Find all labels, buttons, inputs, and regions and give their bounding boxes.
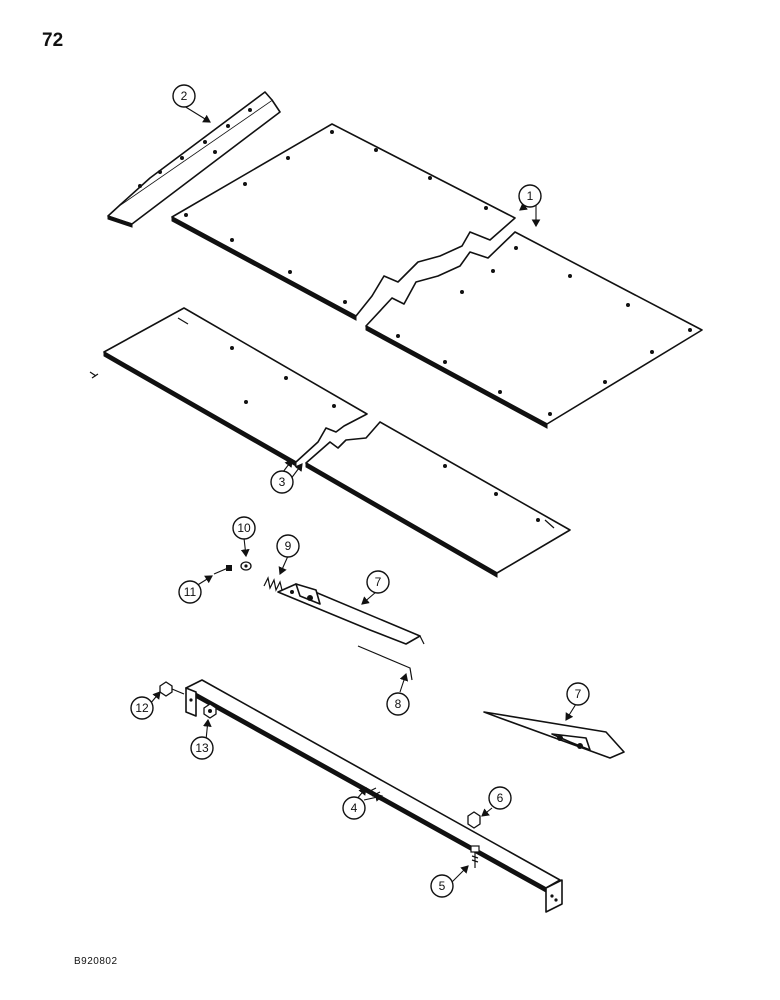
rear-plate-part-3-upper [89, 307, 368, 467]
svg-text:6: 6 [497, 791, 504, 805]
callout-12: 12 [130, 696, 154, 720]
callout-11: 11 [178, 580, 202, 604]
svg-text:3: 3 [279, 475, 286, 489]
callout-6: 6 [488, 786, 512, 810]
screw-part-11 [213, 565, 232, 575]
nut-part-6 [467, 811, 481, 829]
callout-5: 5 [430, 874, 454, 898]
svg-text:4: 4 [351, 801, 358, 815]
svg-text:8: 8 [395, 697, 402, 711]
svg-text:9: 9 [285, 539, 292, 553]
latch-bracket-part-7-lower [483, 711, 625, 759]
figure-code: B920802 [74, 956, 118, 967]
callout-1: 1 [518, 184, 542, 208]
bracket-part-2 [107, 91, 281, 228]
rod-part-8 [357, 645, 413, 681]
floor-plate-part-1-upper [171, 123, 516, 321]
svg-text:10: 10 [237, 521, 251, 535]
callout-8: 8 [386, 692, 410, 716]
callout-10: 10 [232, 516, 256, 540]
svg-text:7: 7 [575, 687, 582, 701]
spring-part-9 [263, 576, 283, 592]
floor-plate-part-1-lower [365, 231, 703, 429]
callout-9: 9 [276, 534, 300, 558]
washer-part-10 [240, 561, 252, 571]
rear-plate-part-3-lower [305, 421, 571, 578]
svg-text:1: 1 [527, 189, 534, 203]
svg-text:11: 11 [184, 585, 197, 599]
bolt-part-12 [159, 681, 185, 697]
callout-7-lower: 7 [566, 682, 590, 706]
page-number: 72 [42, 30, 64, 51]
latch-bracket-part-7-upper [277, 583, 425, 645]
svg-text:12: 12 [135, 701, 149, 715]
bolt-part-5 [470, 845, 480, 868]
callout-2: 2 [172, 84, 196, 108]
svg-text:7: 7 [375, 575, 382, 589]
callout-7-upper: 7 [366, 570, 390, 594]
nut-part-13 [203, 703, 217, 719]
callout-3: 3 [270, 470, 294, 494]
svg-text:5: 5 [439, 879, 446, 893]
leader-lines [149, 105, 577, 883]
svg-text:2: 2 [181, 89, 188, 103]
svg-text:13: 13 [195, 741, 209, 755]
callout-13: 13 [190, 736, 214, 760]
callout-4: 4 [342, 796, 366, 820]
